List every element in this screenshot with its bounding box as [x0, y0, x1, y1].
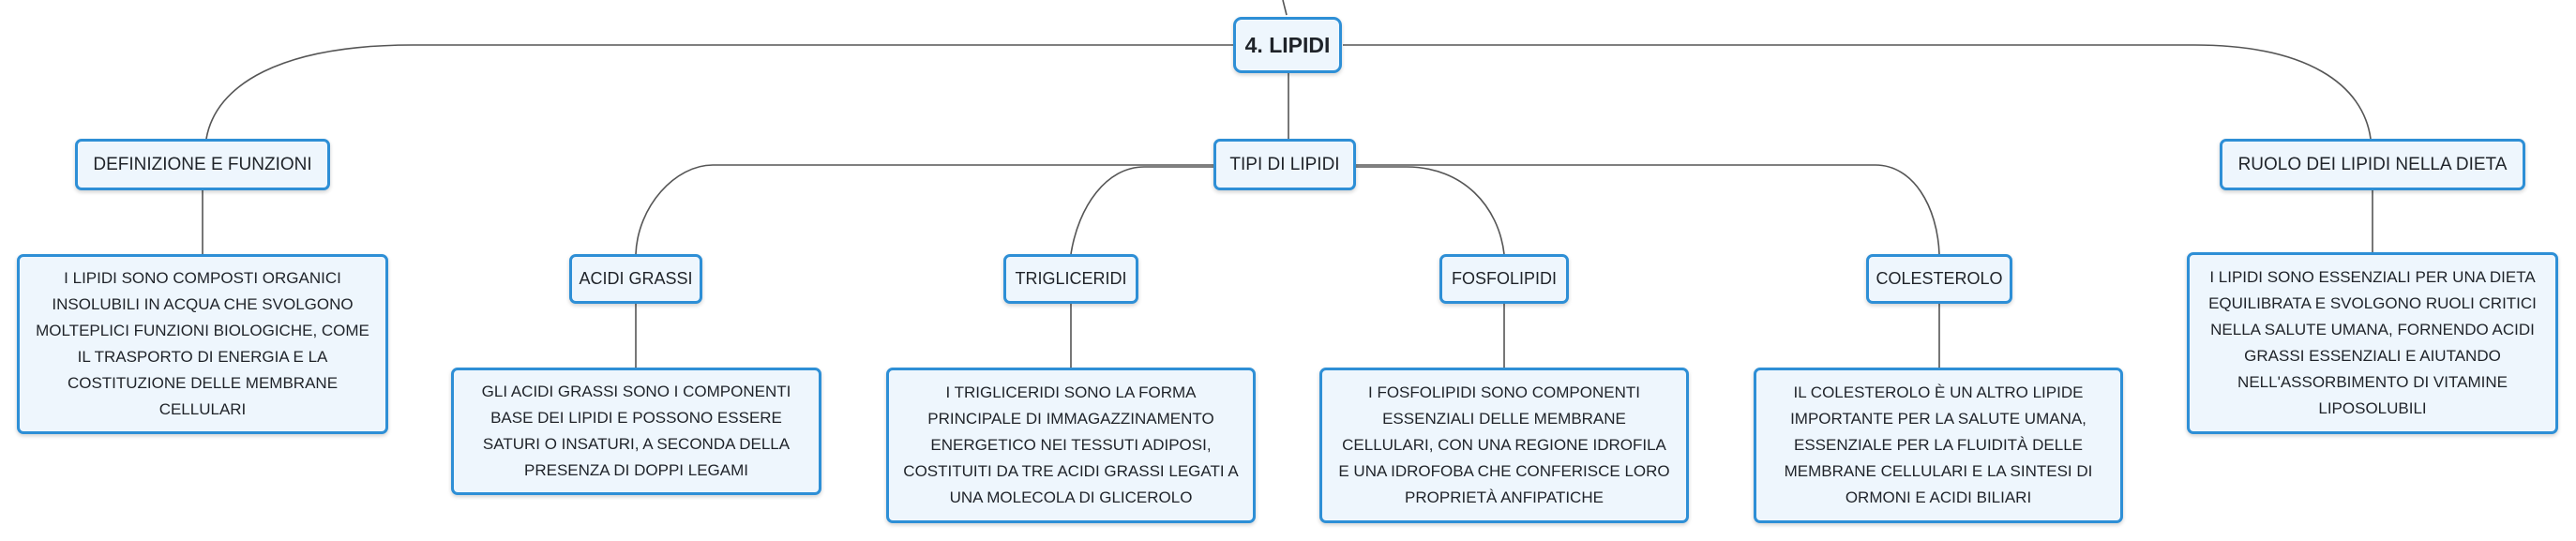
- topic-colesterolo-title: COLESTEROLO: [1876, 269, 2003, 288]
- trigliceridi-description[interactable]: I TRIGLICERIDI SONO LA FORMA PRINCIPALE …: [886, 368, 1256, 523]
- branch-definizione[interactable]: DEFINIZIONE E FUNZIONI: [75, 139, 330, 190]
- topic-colesterolo[interactable]: COLESTEROLO: [1866, 254, 2012, 304]
- definizione-description[interactable]: I LIPIDI SONO COMPOSTI ORGANICI INSOLUBI…: [17, 254, 388, 434]
- root-node[interactable]: 4. LIPIDI: [1233, 17, 1342, 73]
- branch-tipi[interactable]: TIPI DI LIPIDI: [1213, 139, 1356, 190]
- topic-fosfolipidi[interactable]: FOSFOLIPIDI: [1439, 254, 1569, 304]
- definizione-description-text: I LIPIDI SONO COMPOSTI ORGANICI INSOLUBI…: [36, 269, 369, 418]
- ruolo-description[interactable]: I LIPIDI SONO ESSENZIALI PER UNA DIETA E…: [2187, 252, 2558, 434]
- branch-ruolo-title: RUOLO DEI LIPIDI NELLA DIETA: [2237, 154, 2508, 174]
- ruolo-description-text: I LIPIDI SONO ESSENZIALI PER UNA DIETA E…: [2208, 268, 2537, 417]
- trigliceridi-description-text: I TRIGLICERIDI SONO LA FORMA PRINCIPALE …: [903, 383, 1239, 506]
- branch-tipi-title: TIPI DI LIPIDI: [1229, 154, 1340, 174]
- fosfolipidi-description-text: I FOSFOLIPIDI SONO COMPONENTI ESSENZIALI…: [1338, 383, 1670, 506]
- acidi-grassi-description-text: GLI ACIDI GRASSI SONO I COMPONENTI BASE …: [481, 383, 791, 479]
- topic-acidi-grassi-title: ACIDI GRASSI: [579, 269, 693, 288]
- colesterolo-description[interactable]: IL COLESTEROLO È UN ALTRO LIPIDE IMPORTA…: [1754, 368, 2123, 523]
- root-title: 4. LIPIDI: [1244, 32, 1331, 57]
- colesterolo-description-text: IL COLESTEROLO È UN ALTRO LIPIDE IMPORTA…: [1784, 383, 2093, 506]
- topic-trigliceridi[interactable]: TRIGLICERIDI: [1003, 254, 1138, 304]
- branch-definizione-title: DEFINIZIONE E FUNZIONI: [93, 154, 312, 174]
- topic-acidi-grassi[interactable]: ACIDI GRASSI: [569, 254, 702, 304]
- fosfolipidi-description[interactable]: I FOSFOLIPIDI SONO COMPONENTI ESSENZIALI…: [1319, 368, 1689, 523]
- branch-ruolo[interactable]: RUOLO DEI LIPIDI NELLA DIETA: [2220, 139, 2525, 190]
- acidi-grassi-description[interactable]: GLI ACIDI GRASSI SONO I COMPONENTI BASE …: [451, 368, 821, 495]
- topic-trigliceridi-title: TRIGLICERIDI: [1015, 269, 1127, 288]
- topic-fosfolipidi-title: FOSFOLIPIDI: [1451, 269, 1558, 288]
